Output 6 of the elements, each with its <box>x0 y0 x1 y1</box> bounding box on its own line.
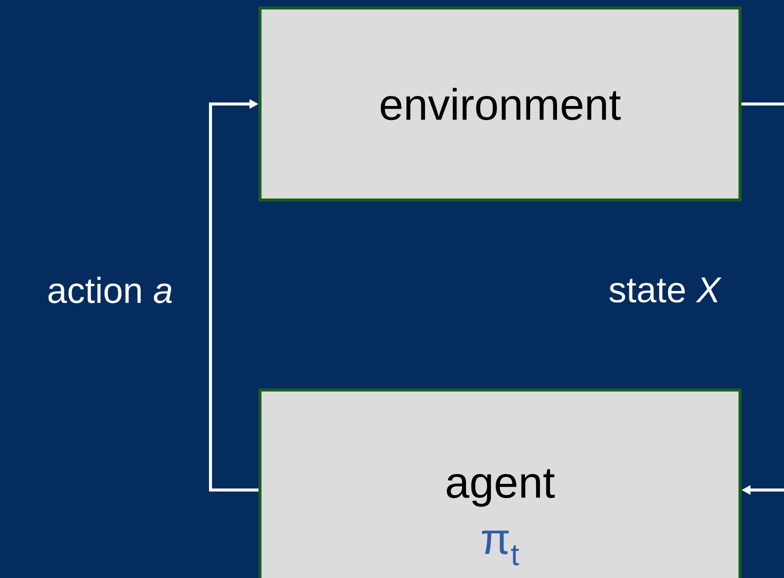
edge-label: action a <box>48 276 172 304</box>
arrow <box>209 99 258 492</box>
process-box: environment <box>258 6 742 202</box>
edge-label: state X <box>609 277 722 303</box>
arrow <box>742 102 784 495</box>
process-box: agent π$_{t}$ <box>258 388 742 578</box>
